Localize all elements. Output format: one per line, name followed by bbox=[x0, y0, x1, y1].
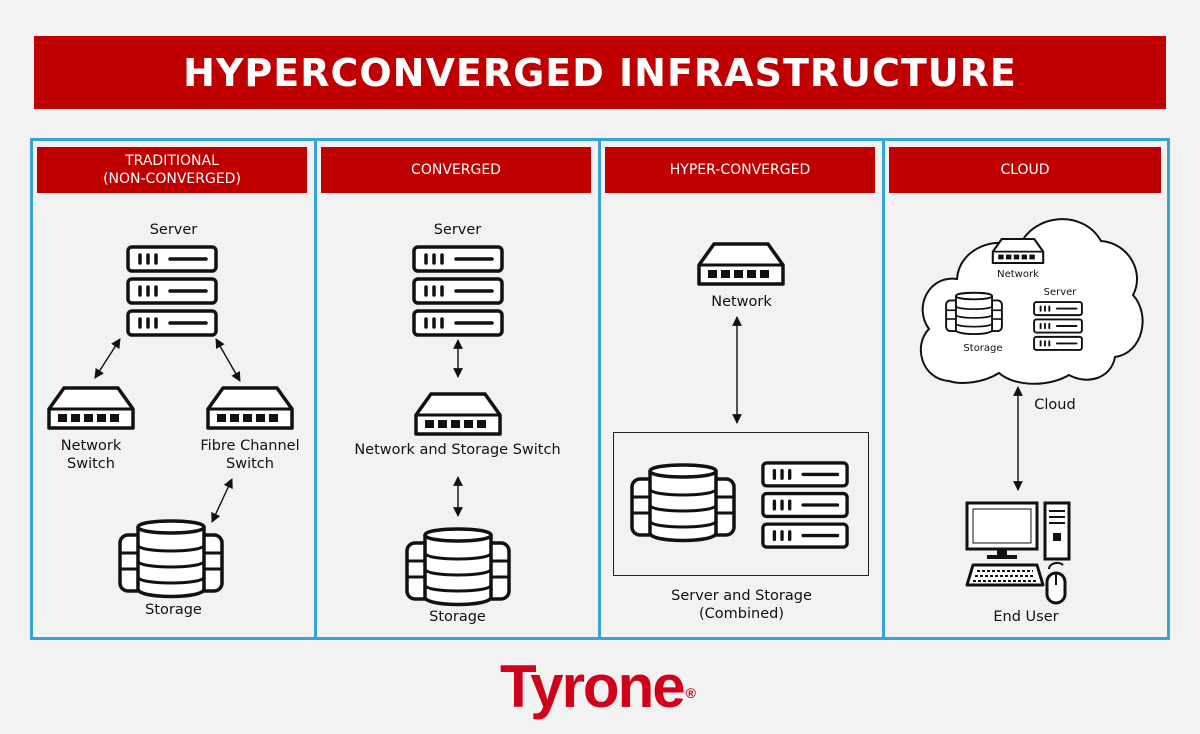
server-label: Server bbox=[149, 222, 198, 238]
panel-header: HYPER-CONVERGED bbox=[605, 147, 875, 193]
storage-label: Storage bbox=[145, 602, 202, 618]
server-storage-box bbox=[613, 432, 869, 576]
network-switch-icon bbox=[413, 391, 503, 437]
panel-traditional: TRADITIONAL (NON-CONVERGED) Server Netwo… bbox=[33, 141, 314, 637]
page-title: HYPERCONVERGED INFRASTRUCTURE bbox=[34, 36, 1166, 109]
network-switch-icon bbox=[205, 385, 295, 431]
storage-database-icon bbox=[630, 459, 736, 545]
cloud-server-label: Server bbox=[1043, 287, 1077, 298]
storage-database-icon bbox=[405, 523, 511, 609]
fibre-channel-switch-label: Fibre Channel Switch bbox=[200, 438, 300, 472]
registered-mark: ® bbox=[685, 685, 696, 701]
panel-header: TRADITIONAL (NON-CONVERGED) bbox=[37, 147, 307, 193]
panel-header: CLOUD bbox=[889, 147, 1161, 193]
panel-header: CONVERGED bbox=[321, 147, 591, 193]
desktop-computer-icon bbox=[965, 501, 1071, 561]
keyboard-icon bbox=[965, 563, 1045, 587]
tyrone-logo: Tyrone® bbox=[500, 655, 710, 719]
server-storage-combined-label: Server and Storage (Combined) bbox=[671, 588, 812, 622]
panel-divider bbox=[598, 138, 601, 640]
panel-converged: CONVERGED Server Network and Storage Swi… bbox=[317, 141, 598, 637]
panel-divider bbox=[882, 138, 885, 640]
network-switch-icon bbox=[46, 385, 136, 431]
mouse-icon bbox=[1045, 561, 1067, 605]
network-switch-icon bbox=[696, 241, 786, 287]
network-storage-switch-label: Network and Storage Switch bbox=[354, 442, 561, 458]
storage-label: Storage bbox=[429, 609, 486, 625]
storage-database-icon bbox=[945, 289, 1003, 337]
cloud-link-label: Cloud bbox=[1034, 397, 1076, 413]
storage-database-icon bbox=[118, 515, 224, 601]
panel-divider bbox=[314, 138, 317, 640]
cloud-storage-label: Storage bbox=[963, 343, 1003, 354]
server-rack-icon bbox=[126, 245, 218, 337]
server-label: Server bbox=[433, 222, 482, 238]
network-label: Network bbox=[711, 294, 772, 310]
panel-hyper-converged: HYPER-CONVERGED Network Server and Stora… bbox=[601, 141, 882, 637]
network-switch-icon bbox=[991, 237, 1045, 265]
server-rack-icon bbox=[1031, 301, 1085, 351]
cloud-network-label: Network bbox=[997, 269, 1039, 280]
cloud-icon bbox=[919, 218, 1144, 385]
end-user-label: End User bbox=[993, 609, 1059, 625]
panel-cloud: CLOUD Network Storage Server Cloud End U… bbox=[885, 141, 1167, 637]
server-rack-icon bbox=[412, 245, 504, 337]
server-rack-icon bbox=[759, 461, 851, 549]
logo-text: Tyrone bbox=[500, 653, 686, 720]
network-switch-label: Network Switch bbox=[60, 438, 122, 472]
